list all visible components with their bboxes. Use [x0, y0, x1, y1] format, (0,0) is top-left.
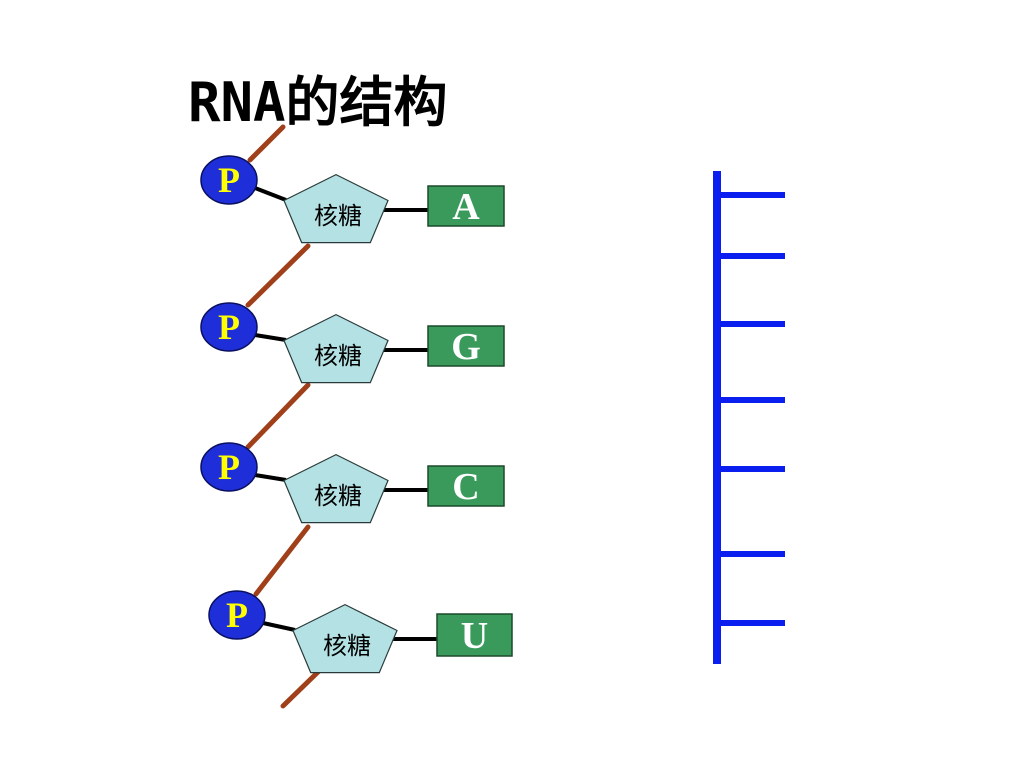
nucleotide: P 核糖 C: [200, 442, 505, 524]
base-label: G: [451, 326, 481, 368]
phosphate-circle: [208, 590, 266, 640]
base-box: [427, 325, 505, 367]
base-label: A: [452, 186, 480, 228]
phosphate-sugar-bond: [262, 621, 296, 632]
base-box: [436, 613, 513, 657]
rna-strand: P 核糖 A P 核糖 G P 核糖 C P 核糖 U: [200, 124, 513, 709]
backbone-segment: [247, 124, 286, 163]
nucleotide: P 核糖 G: [200, 302, 505, 384]
base-box: [427, 185, 505, 227]
phosphate-circle: [200, 155, 258, 205]
backbone-segment: [280, 669, 321, 709]
base-box: [427, 465, 505, 507]
phosphate-sugar-bond: [254, 186, 287, 202]
sugar-label: 核糖: [314, 482, 362, 510]
nucleotide: P 核糖 A: [200, 155, 505, 244]
sugar-label: 核糖: [314, 202, 362, 230]
sugar-pentagon: [283, 453, 389, 524]
backbone-segment: [245, 243, 311, 308]
phosphate-label: P: [218, 160, 240, 200]
backbone-segment: [253, 524, 311, 597]
sugar-pentagon: [292, 603, 398, 674]
base-label: C: [452, 466, 479, 508]
base-label: U: [461, 615, 488, 657]
backbone-segment: [245, 382, 311, 450]
phosphate-circle: [200, 302, 258, 352]
nucleotide: P 核糖 U: [208, 590, 513, 674]
phosphate-circle: [200, 442, 258, 492]
phosphate-sugar-bond: [254, 333, 287, 342]
comb-diagram: [713, 171, 785, 664]
phosphate-label: P: [218, 447, 240, 487]
page-title: RNA的结构: [188, 71, 448, 134]
phosphate-sugar-bond: [254, 473, 287, 482]
sugar-label: 核糖: [323, 632, 371, 660]
sugar-pentagon: [283, 173, 389, 244]
phosphate-label: P: [218, 307, 240, 347]
phosphate-label: P: [226, 595, 248, 635]
sugar-label: 核糖: [314, 342, 362, 370]
sugar-pentagon: [283, 313, 389, 384]
